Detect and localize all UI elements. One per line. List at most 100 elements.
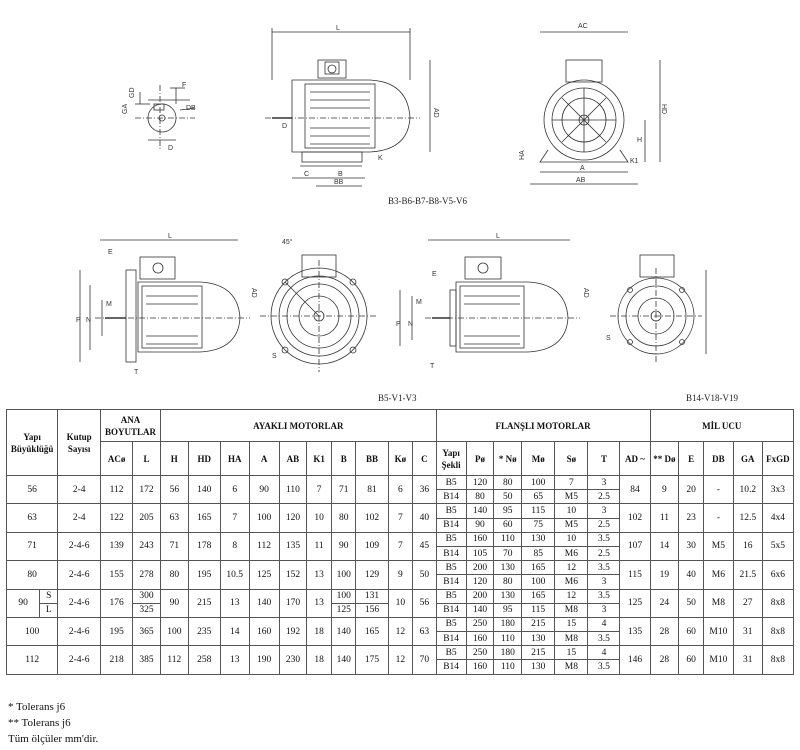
col-t: T xyxy=(587,441,621,476)
cell-k: 9 xyxy=(387,560,414,590)
cell-yapi-sekli: B14 xyxy=(435,659,467,675)
col-yapi-sekli: Yapı Şekli xyxy=(435,441,467,476)
cell-ac: 139 xyxy=(100,531,134,562)
cell-t: 3 xyxy=(587,474,621,491)
dimension-table: Yapı Büyüklüğü Kutup Sayısı ANA BOYUTLAR… xyxy=(5,409,795,675)
cell-s: 10 xyxy=(554,531,589,547)
cell-c: 36 xyxy=(412,474,437,505)
header-yapi: Yapı Büyüklüğü xyxy=(5,409,59,476)
caption-b5: B5-V1-V3 xyxy=(378,393,417,403)
cell-yapi-sekli: B14 xyxy=(435,545,467,562)
cell-n: 130 xyxy=(493,588,523,604)
cell-ad: 125 xyxy=(619,588,651,618)
b14-side-label-m: M xyxy=(416,299,422,306)
cell-p: 160 xyxy=(465,531,495,547)
col-b: B xyxy=(330,441,357,476)
b5-side-label-l: L xyxy=(168,233,172,240)
cell-s: 7 xyxy=(554,474,589,491)
shaft-label-ga: GA xyxy=(122,104,129,114)
caption-foot-types: B3-B6-B7-B8-V5-V6 xyxy=(388,196,467,206)
cell-ab: 120 xyxy=(278,503,308,533)
cell-db: M10 xyxy=(702,645,734,675)
b5-side-view: L P N M E T AD xyxy=(76,233,257,376)
cell-p: 250 xyxy=(465,616,495,633)
cell-poles: 2-4-6 xyxy=(57,616,102,647)
cell-k: 12 xyxy=(387,616,414,647)
cell-ga: 31 xyxy=(732,645,763,675)
cell-h: 112 xyxy=(159,645,189,675)
cell-a: 160 xyxy=(248,616,280,647)
cell-p: 140 xyxy=(465,503,495,519)
cell-n: 60 xyxy=(493,517,523,533)
cell-poles: 2-4-6 xyxy=(57,560,102,590)
note-tolerance-1: * Tolerans j6 xyxy=(8,701,66,713)
cell-n: 95 xyxy=(493,503,523,519)
shaft-end-detail: F GD GA DB D xyxy=(122,82,196,152)
cell-bb: 175 xyxy=(355,645,389,675)
cell-p: 80 xyxy=(465,489,495,505)
cell-size: 71 xyxy=(5,531,59,562)
cell-t: 3.5 xyxy=(587,531,621,547)
cell-bb: 102 xyxy=(355,503,389,533)
cell-m: 100 xyxy=(521,574,556,590)
cell-ab: 170 xyxy=(278,588,308,618)
cell-m: 165 xyxy=(521,588,556,604)
cell-n: 180 xyxy=(493,645,523,661)
shaft-label-db: DB xyxy=(186,105,196,112)
cell-k: 12 xyxy=(387,645,414,675)
cell-p: 105 xyxy=(465,545,495,562)
col-c: C xyxy=(412,441,437,476)
b5-front-label-angle: 45° xyxy=(282,238,293,246)
cell-ab: 110 xyxy=(278,474,308,505)
cell-b: 71 xyxy=(330,474,357,505)
cell-m: 115 xyxy=(521,602,556,618)
cell-ab: 230 xyxy=(278,645,308,675)
cell-c: 40 xyxy=(412,503,437,533)
cell-m: 215 xyxy=(521,616,556,633)
cell-m: 100 xyxy=(521,474,556,491)
cell-poles: 2-4 xyxy=(57,474,102,505)
b5-side-label-m: M xyxy=(106,301,112,308)
cell-ga: 12.5 xyxy=(732,503,763,533)
cell-db: - xyxy=(702,474,734,505)
shaft-label-d: D xyxy=(168,145,173,152)
cell-b: 80 xyxy=(330,503,357,533)
b14-side-label-l: L xyxy=(496,233,500,240)
cell-ad: 135 xyxy=(619,616,651,647)
cell-ga: 31 xyxy=(732,616,763,647)
col-d: ** Dø xyxy=(649,441,680,476)
cell-bb: 109 xyxy=(355,531,389,562)
cell-a: 140 xyxy=(248,588,280,618)
b14-front-label-s: S xyxy=(606,335,611,342)
shaft-label-gd: GD xyxy=(129,88,136,99)
cell-k1: 13 xyxy=(306,560,332,590)
note-tolerance-2: ** Tolerans j6 xyxy=(8,717,71,729)
cell-e: 50 xyxy=(678,588,704,618)
cell-m: 65 xyxy=(521,489,556,505)
col-ga: GA xyxy=(732,441,763,476)
cell-ac: 112 xyxy=(100,474,134,505)
cell-h: 90 xyxy=(159,588,189,618)
cell-fxgd: 8x8 xyxy=(761,616,795,647)
b5-front-view: 45° S xyxy=(260,238,378,372)
cell-k: 10 xyxy=(387,588,414,618)
cell-bb: 131 xyxy=(355,588,389,604)
cell-yapi-sekli: B14 xyxy=(435,517,467,533)
col-hd: HD xyxy=(187,441,221,476)
col-bb: BB xyxy=(355,441,389,476)
cell-a: 100 xyxy=(248,503,280,533)
cell-l: 365 xyxy=(132,616,161,647)
cell-e: 40 xyxy=(678,560,704,590)
col-ha: HA xyxy=(219,441,250,476)
cell-c: 70 xyxy=(412,645,437,675)
cell-k: 7 xyxy=(387,503,414,533)
cell-s: 10 xyxy=(554,503,589,519)
cell-d: 28 xyxy=(649,616,680,647)
b5-side-label-e: E xyxy=(108,249,113,256)
cell-n: 95 xyxy=(493,602,523,618)
cell-n: 110 xyxy=(493,531,523,547)
header-ana: ANA BOYUTLAR xyxy=(100,409,161,442)
cell-n: 80 xyxy=(493,474,523,491)
